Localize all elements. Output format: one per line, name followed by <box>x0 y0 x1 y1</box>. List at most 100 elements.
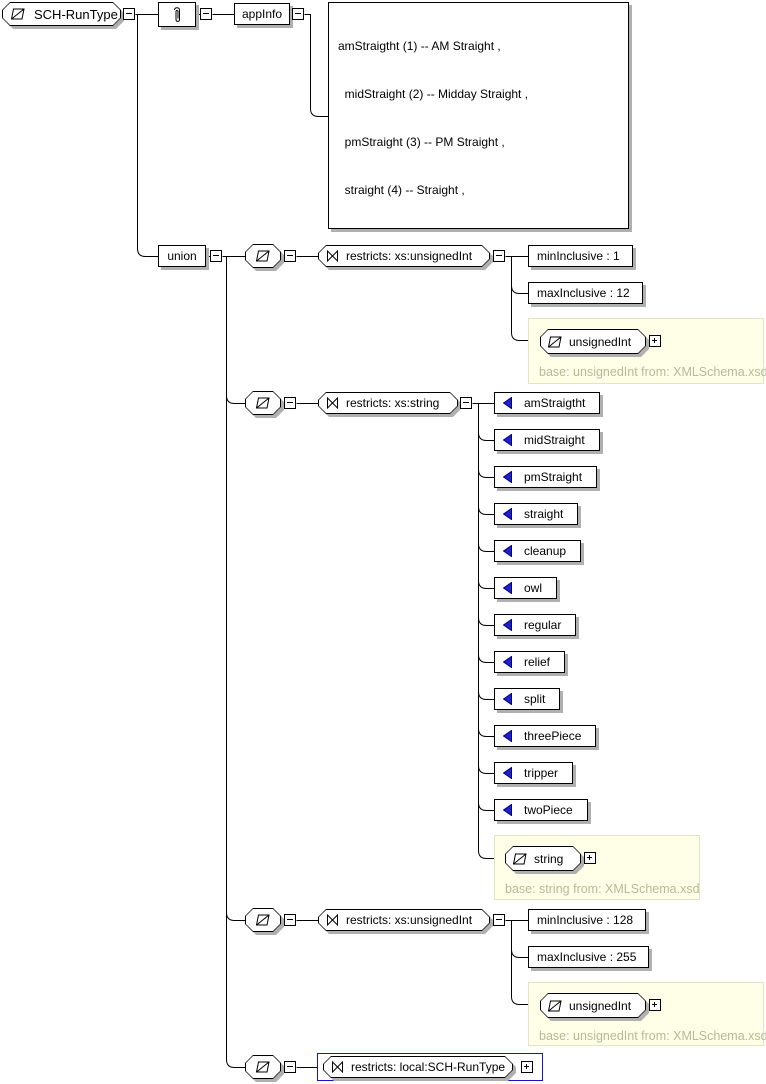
enum-label: threePiece <box>524 729 582 743</box>
expand-button[interactable] <box>649 999 661 1011</box>
union-node[interactable]: union <box>158 245 206 267</box>
facet-mininclusive[interactable]: minInclusive : 128 <box>528 909 647 931</box>
annotation-node[interactable] <box>158 2 196 27</box>
base-type-node[interactable]: unsignedInt <box>540 329 646 354</box>
facet-label: minInclusive : 128 <box>537 913 634 927</box>
restriction-node[interactable]: restricts: xs:unsignedInt <box>318 245 490 267</box>
root-type-node[interactable]: SCH-RunType <box>2 2 121 26</box>
enum-triangle-icon <box>503 730 512 742</box>
enum-value[interactable]: threePiece <box>494 725 597 747</box>
node-fill <box>506 847 580 870</box>
derived-type-icon <box>256 250 270 262</box>
base-type-box[interactable]: unsignedInt base: unsignedInt from: XMLS… <box>528 982 766 1046</box>
collapse-button[interactable] <box>292 8 304 20</box>
collapse-button[interactable] <box>200 8 212 20</box>
derived-type-icon <box>548 1000 562 1011</box>
restriction-label: restricts: local:SCH-RunType <box>351 1060 506 1074</box>
enum-label: pmStraight <box>524 470 583 484</box>
restriction-node[interactable]: restricts: local:SCH-RunType <box>323 1056 513 1078</box>
base-type-note: base: string from: XMLSchema.xsd <box>505 882 700 896</box>
enum-value[interactable]: midStraight <box>494 429 600 451</box>
restriction-label: restricts: xs:string <box>346 396 440 410</box>
collapse-button[interactable] <box>460 397 472 409</box>
enum-triangle-icon <box>503 582 512 594</box>
restriction-node[interactable]: restricts: xs:unsignedInt <box>318 909 490 931</box>
appinfo-label: appInfo <box>241 7 283 21</box>
enum-value[interactable]: relief <box>494 651 566 673</box>
derived-type-icon <box>513 853 527 864</box>
enum-triangle-icon <box>503 508 512 520</box>
enum-value[interactable]: pmStraight <box>494 466 598 488</box>
enum-triangle-icon <box>503 804 512 816</box>
derived-type-icon <box>256 914 270 926</box>
node-fill <box>319 246 489 266</box>
appinfo-doc-text[interactable]: amStraigtht (1) -- AM Straight , midStra… <box>328 2 629 229</box>
collapse-button[interactable] <box>493 914 505 926</box>
enum-label: amStraigtht <box>524 396 586 410</box>
collapse-button[interactable] <box>284 914 296 926</box>
collapse-button[interactable] <box>493 250 505 262</box>
doc-line: midStraight (2) -- Midday Straight , <box>338 87 529 101</box>
union-member-node[interactable] <box>245 1055 281 1079</box>
doc-line: pmStraight (3) -- PM Straight , <box>338 135 505 149</box>
collapse-button[interactable] <box>284 250 296 262</box>
union-label: union <box>167 249 197 263</box>
bowtie-icon <box>327 914 338 926</box>
enum-value[interactable]: tripper <box>494 762 574 784</box>
collapse-button[interactable] <box>123 8 135 20</box>
enum-label: split <box>524 692 546 706</box>
enum-label: midStraight <box>524 433 585 447</box>
collapse-button[interactable] <box>284 397 296 409</box>
derived-type-icon <box>11 8 25 20</box>
facet-label: maxInclusive : 255 <box>537 950 637 964</box>
union-member-node[interactable] <box>245 908 281 932</box>
base-type-label: string <box>534 851 564 866</box>
enum-label: cleanup <box>524 544 567 558</box>
collapse-button[interactable] <box>284 1061 296 1073</box>
union-member-node[interactable] <box>245 391 281 415</box>
paperclip-icon <box>174 7 180 22</box>
node-fill <box>541 330 645 353</box>
enum-value[interactable]: twoPiece <box>494 799 588 821</box>
facet-maxinclusive[interactable]: maxInclusive : 12 <box>528 282 643 304</box>
expand-button[interactable] <box>521 1061 533 1073</box>
bowtie-icon <box>332 1061 343 1073</box>
base-type-node[interactable]: string <box>505 846 581 871</box>
node-fill <box>3 3 120 25</box>
union-member-node[interactable] <box>245 244 281 268</box>
appinfo-node[interactable]: appInfo <box>234 3 290 25</box>
restriction-node[interactable]: restricts: xs:string <box>318 392 458 414</box>
enum-value[interactable]: regular <box>494 614 577 636</box>
facet-maxinclusive[interactable]: maxInclusive : 255 <box>528 946 650 968</box>
node-fill <box>324 1057 512 1077</box>
base-type-node[interactable]: unsignedInt <box>540 993 646 1018</box>
enum-label: owl <box>524 581 543 595</box>
restriction-label: restricts: xs:unsignedInt <box>346 249 473 263</box>
enum-value[interactable]: cleanup <box>494 540 582 562</box>
enum-value[interactable]: owl <box>494 577 558 599</box>
enum-triangle-icon <box>503 619 512 631</box>
base-type-box[interactable]: unsignedInt base: unsignedInt from: XMLS… <box>528 318 766 384</box>
enum-value[interactable]: amStraigtht <box>494 392 601 414</box>
expand-button[interactable] <box>584 852 596 864</box>
node-fill <box>319 910 489 930</box>
enum-triangle-icon <box>503 471 512 483</box>
base-type-box[interactable]: string base: string from: XMLSchema.xsd <box>494 835 700 900</box>
facet-mininclusive[interactable]: minInclusive : 1 <box>528 245 633 267</box>
enum-label: relief <box>524 655 551 669</box>
enum-triangle-icon <box>503 767 512 779</box>
enum-triangle-icon <box>503 397 512 409</box>
expand-button[interactable] <box>649 335 661 347</box>
enum-triangle-icon <box>503 545 512 557</box>
enum-value[interactable]: straight <box>494 503 579 525</box>
enum-label: twoPiece <box>524 803 573 817</box>
enum-triangle-icon <box>503 434 512 446</box>
facet-label: minInclusive : 1 <box>537 249 620 263</box>
base-type-note: base: unsignedInt from: XMLSchema.xsd <box>539 365 766 379</box>
enum-value[interactable]: split <box>494 688 561 710</box>
base-type-label: unsignedInt <box>569 334 632 349</box>
collapse-button[interactable] <box>210 250 222 262</box>
node-fill <box>541 994 645 1017</box>
doc-line: straight (4) -- Straight , <box>338 183 465 197</box>
